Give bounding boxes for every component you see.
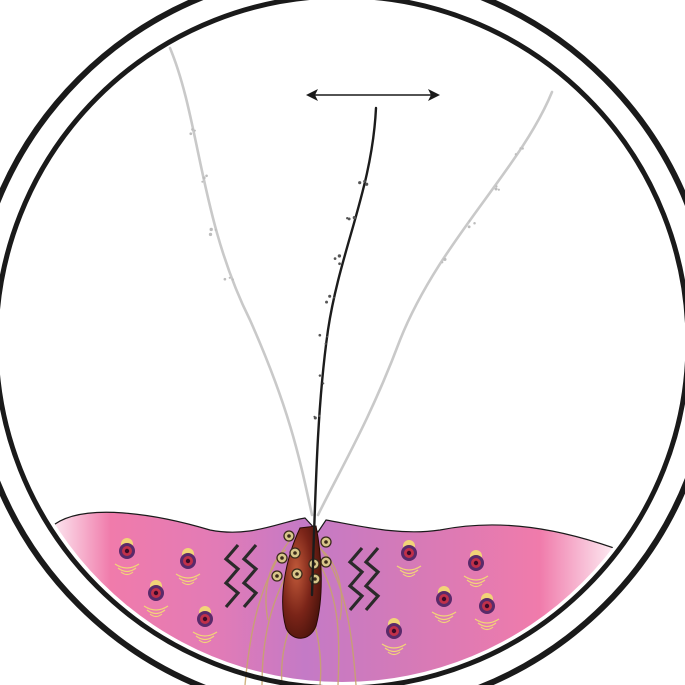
hair-speckle xyxy=(347,217,351,221)
hair-speckle xyxy=(318,374,322,377)
hair-speckle xyxy=(352,216,357,220)
sensory-cell-icon xyxy=(474,593,500,631)
sensory-cell-icon xyxy=(175,548,201,586)
hair-speckle xyxy=(495,185,498,188)
hair-speckle xyxy=(338,262,341,266)
hair-strand-icon xyxy=(316,90,554,517)
hair-speckle xyxy=(313,415,316,418)
receptor-dot xyxy=(320,556,332,568)
hair-speckle xyxy=(214,228,217,231)
hair-speckle xyxy=(468,219,471,222)
receptor-dot xyxy=(291,568,303,580)
hair-speckle xyxy=(193,129,196,132)
hair-speckle xyxy=(337,254,342,258)
hair-speckle xyxy=(328,294,332,298)
receptor-dot xyxy=(283,530,295,542)
nerve-fibers xyxy=(244,539,357,685)
hair-strand-icon xyxy=(168,46,314,517)
sensory-cell-icon xyxy=(192,606,218,644)
hair-speckle xyxy=(201,180,204,183)
hair-speckle xyxy=(208,232,213,237)
hair-speckle xyxy=(443,258,446,261)
hair-speckle xyxy=(326,335,329,338)
receptor-dot xyxy=(320,536,332,548)
hair-speckle xyxy=(202,176,206,180)
hair-speckle xyxy=(205,174,208,178)
hair-speckle xyxy=(363,180,366,183)
receptor-dot xyxy=(289,547,301,559)
hair-speckle xyxy=(514,153,517,156)
follicle-receptors xyxy=(271,530,332,585)
sensory-cell-icon xyxy=(114,538,140,576)
hair-speckle xyxy=(324,342,327,345)
sensory-cell-icon xyxy=(463,550,489,588)
zigzag-signal-icon xyxy=(363,546,381,612)
hair-speckle xyxy=(365,182,369,186)
sensory-cell-icon xyxy=(381,618,407,656)
zigzag-signals xyxy=(223,543,381,612)
zigzag-signal-icon xyxy=(241,543,259,609)
hair-speckle xyxy=(325,300,329,304)
zigzag-signal-icon xyxy=(347,546,365,612)
sensory-cell-icon xyxy=(396,540,422,578)
hair-speckles xyxy=(189,128,524,420)
nerve-fiber xyxy=(321,549,343,621)
receptor-dot xyxy=(271,570,283,582)
hair-speckle xyxy=(209,227,213,232)
hair-speckle xyxy=(333,296,335,299)
hair-speckle xyxy=(223,277,227,281)
hair-strands xyxy=(168,46,554,597)
hair-speckle xyxy=(189,132,193,136)
hair-speckle xyxy=(228,276,231,279)
sensory-cells xyxy=(114,538,500,656)
double-headed-arrow-icon xyxy=(306,89,440,101)
hair-speckle xyxy=(231,278,234,281)
sensory-cell-icon xyxy=(143,580,169,618)
hair-speckle xyxy=(521,147,524,150)
hair-speckle xyxy=(519,147,522,150)
zigzag-signal-icon xyxy=(223,543,241,609)
sensory-cell-icon xyxy=(431,586,457,624)
hair-speckle xyxy=(467,225,471,229)
hair-speckle xyxy=(441,261,444,264)
hair-speckle xyxy=(333,257,337,260)
hair-speckle xyxy=(358,181,362,185)
nerve-fiber xyxy=(319,564,340,685)
hair-speckle xyxy=(322,382,325,385)
hair-speckle xyxy=(497,188,500,191)
hair-speckle xyxy=(473,221,476,225)
hair-speckle xyxy=(191,128,194,131)
hair-strand-icon xyxy=(310,106,378,597)
receptor-dot xyxy=(276,552,288,564)
hair-speckle xyxy=(494,187,498,191)
hair-speckle xyxy=(318,414,321,418)
hair-speckle xyxy=(318,333,322,337)
